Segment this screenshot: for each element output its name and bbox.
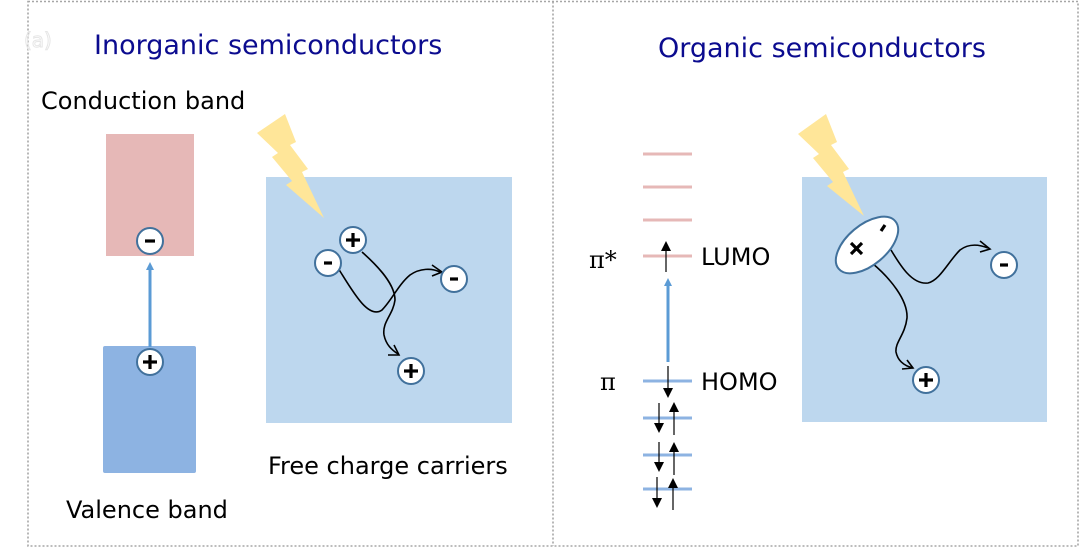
pi-star-label: π* [589, 246, 617, 274]
spin-pair [654, 442, 679, 475]
right-panel-title: Organic semiconductors [658, 33, 986, 64]
plus-icon [849, 241, 864, 256]
valence-band [103, 346, 196, 473]
homo-label: HOMO [701, 368, 778, 396]
electron-carrier [314, 249, 342, 277]
hole-carrier [912, 366, 940, 394]
lumo-levels [643, 152, 692, 258]
lumo-label: LUMO [701, 243, 770, 271]
exciton [834, 215, 900, 275]
right-panel: Organic semiconductors π* LUMO π HOMO [589, 33, 1047, 510]
free-charge-carriers-label: Free charge carriers [268, 452, 508, 480]
hole-path [871, 262, 914, 369]
hole-carrier [397, 357, 425, 385]
spin-down-arrow [663, 366, 673, 398]
hole-path [361, 251, 399, 355]
spin-up-arrow [661, 241, 671, 272]
valence-band-label: Valence band [66, 496, 228, 524]
panel-tag: (a) [24, 28, 52, 52]
hole-carrier [136, 348, 164, 376]
light-bolt-icon [798, 114, 864, 216]
spin-pair [652, 477, 678, 510]
hole-carrier [339, 226, 367, 254]
electron-carrier [990, 251, 1018, 279]
minus-icon [879, 224, 887, 232]
left-panel-title: Inorganic semiconductors [94, 30, 442, 61]
pi-label: π [600, 368, 616, 396]
homo-levels [643, 379, 692, 491]
spin-pair [654, 402, 679, 435]
electron-path [890, 244, 989, 284]
inorganic-material-block [266, 177, 512, 423]
conduction-band-label: Conduction band [41, 87, 245, 115]
electron-carrier [136, 227, 164, 255]
left-panel: (a) Inorganic semiconductors Conduction … [24, 28, 512, 524]
light-bolt-icon [257, 114, 324, 218]
electron-carrier [440, 265, 468, 293]
panel-borders [27, 0, 1079, 547]
